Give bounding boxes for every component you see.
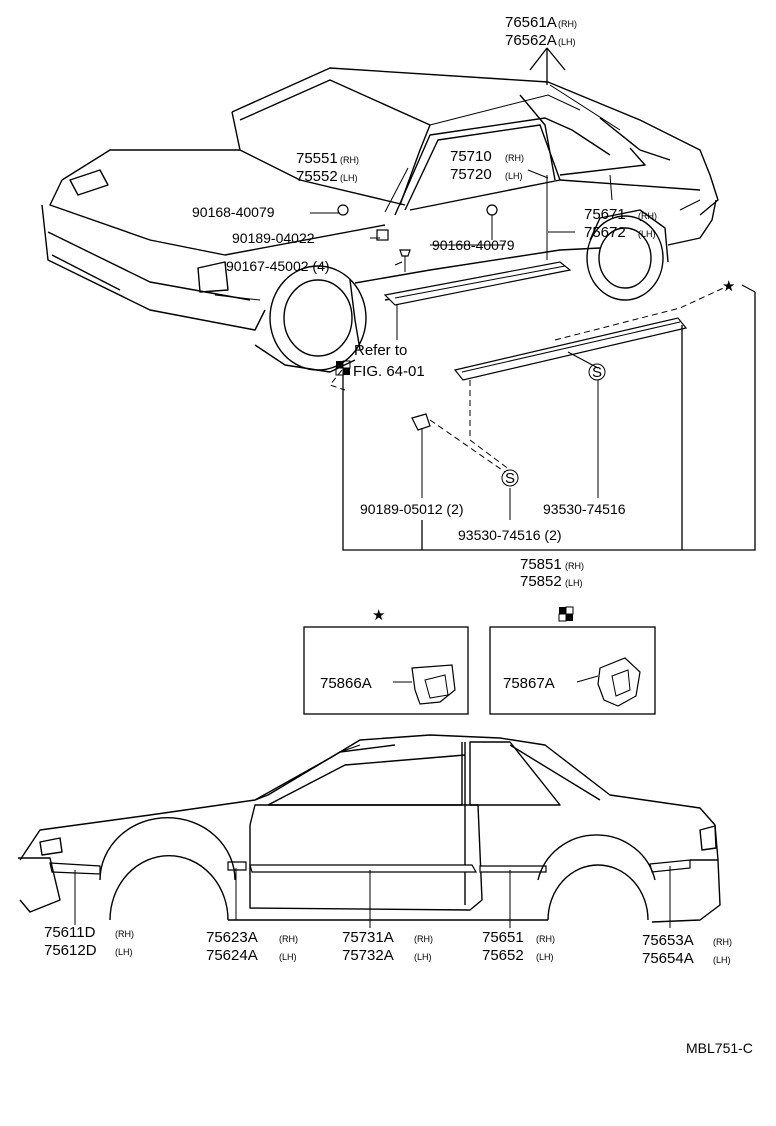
screw-mark-lower: [501, 469, 519, 487]
callout-screw-b: 93530-74516: [543, 501, 626, 517]
svg-text:75720: 75720: [450, 166, 492, 183]
svg-text:75651: 75651: [482, 929, 524, 946]
svg-text:76561A: 76561A: [505, 14, 557, 31]
svg-text:75851: 75851: [520, 556, 562, 573]
diagram-code: MBL751-C: [686, 1040, 753, 1056]
svg-text:(RH): (RH): [713, 937, 732, 947]
svg-text:75623A: 75623A: [206, 929, 258, 946]
callout-window-frame: 75710 (RH) 75720 (LH): [450, 148, 524, 183]
svg-text:75732A: 75732A: [342, 947, 394, 964]
callout-belt: 75551 (RH) 75552 (LH): [296, 150, 359, 185]
svg-text:75654A: 75654A: [642, 950, 694, 967]
svg-text:75612D: 75612D: [44, 942, 97, 959]
svg-text:(RH): (RH): [115, 929, 134, 939]
refer-line-1: Refer to: [354, 342, 407, 359]
svg-text:(LH): (LH): [558, 37, 576, 47]
checker-mark-refer: [335, 360, 351, 376]
callout-rear: 75651 (RH) 75652 (LH): [482, 929, 555, 964]
svg-text:(LH): (LH): [565, 578, 583, 588]
callout-door: 75731A (RH) 75732A (LH): [342, 929, 433, 964]
svg-text:75653A: 75653A: [642, 932, 694, 949]
svg-text:75551: 75551: [296, 150, 338, 167]
svg-text:75731A: 75731A: [342, 929, 394, 946]
svg-text:(RH): (RH): [638, 211, 657, 221]
svg-text:(LH): (LH): [638, 229, 656, 239]
svg-text:(RH): (RH): [536, 934, 555, 944]
svg-text:(LH): (LH): [279, 952, 297, 962]
svg-text:(RH): (RH): [279, 934, 298, 944]
callout-detail-star: 75866A: [320, 675, 372, 692]
svg-text:75671: 75671: [584, 206, 626, 223]
callout-roof-drip: 76561A (RH) 76562A (LH): [505, 14, 577, 49]
bottom-car-illustration: [18, 734, 721, 928]
svg-text:(RH): (RH): [505, 153, 524, 163]
screw-mark-upper: [588, 363, 606, 381]
detail-box-check: [489, 606, 656, 715]
callout-screw-a: 90167-45002 (4): [226, 258, 330, 274]
star-mark-detail: ★: [372, 607, 385, 624]
svg-text:75710: 75710: [450, 148, 492, 165]
svg-text:(LH): (LH): [340, 173, 358, 183]
svg-text:75552: 75552: [296, 168, 338, 185]
svg-text:(LH): (LH): [536, 952, 554, 962]
screw-letter-lower: S: [505, 470, 515, 487]
svg-text:(RH): (RH): [565, 561, 584, 571]
refer-line-2: FIG. 64-01: [353, 363, 425, 380]
svg-text:75624A: 75624A: [206, 947, 258, 964]
svg-text:(RH): (RH): [340, 155, 359, 165]
callout-clip-b: 90189-04022: [232, 230, 315, 246]
svg-text:75611D: 75611D: [44, 924, 96, 941]
callout-screw-c: 93530-74516 (2): [458, 527, 562, 543]
callout-rocker: 75851 (RH) 75852 (LH): [520, 556, 584, 590]
detail-box-star: [303, 626, 469, 715]
top-car-illustration: [41, 47, 719, 373]
callout-clip-d: 90189-05012 (2): [360, 501, 464, 517]
rocker-detail: [329, 284, 756, 551]
svg-text:75652: 75652: [482, 947, 524, 964]
svg-text:(RH): (RH): [414, 934, 433, 944]
callout-front-door-front: 75623A (RH) 75624A (LH): [206, 929, 298, 964]
svg-text:(LH): (LH): [505, 171, 523, 181]
callout-front-fender: 75611D (RH) 75612D (LH): [44, 924, 134, 959]
svg-text:76562A: 76562A: [505, 32, 557, 49]
callout-rear-quarter: 75653A (RH) 75654A (LH): [642, 932, 732, 967]
callout-clip-c: 90168-40079: [432, 237, 515, 253]
callout-clip-a: 90168-40079: [192, 204, 275, 220]
svg-text:75672: 75672: [584, 224, 626, 241]
callout-quarter: 75671 (RH) 75672 (LH): [584, 206, 657, 241]
star-mark-rocker: ★: [722, 278, 735, 295]
svg-text:(RH): (RH): [558, 19, 577, 29]
screw-letter-upper: S: [592, 364, 602, 381]
svg-text:(LH): (LH): [414, 952, 432, 962]
callout-detail-check: 75867A: [503, 675, 555, 692]
svg-text:(LH): (LH): [115, 947, 133, 957]
svg-text:(LH): (LH): [713, 955, 731, 965]
svg-text:75852: 75852: [520, 573, 562, 590]
